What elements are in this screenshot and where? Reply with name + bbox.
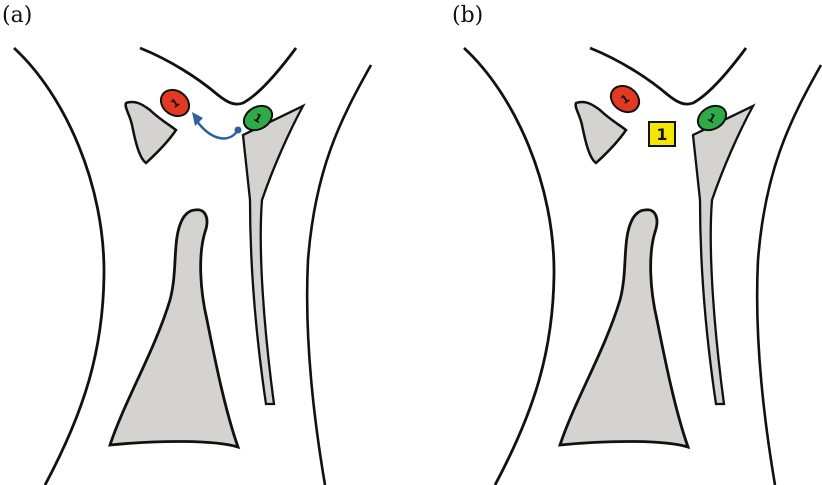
red-token: 1: [606, 81, 644, 118]
yellow-badge-label: 1: [656, 125, 667, 144]
panel-b-shapes: [464, 48, 821, 485]
panel-b: (b) 1 1 1: [452, 3, 821, 485]
panel-b-label: (b): [452, 3, 483, 28]
move-arrow: [192, 112, 242, 138]
panel-a: (a) 1 1: [2, 3, 371, 485]
panel-a-label: (a): [2, 3, 32, 28]
red-token: 1: [156, 85, 194, 122]
yellow-badge: 1: [649, 122, 675, 146]
arrow-origin-dot: [235, 127, 242, 134]
